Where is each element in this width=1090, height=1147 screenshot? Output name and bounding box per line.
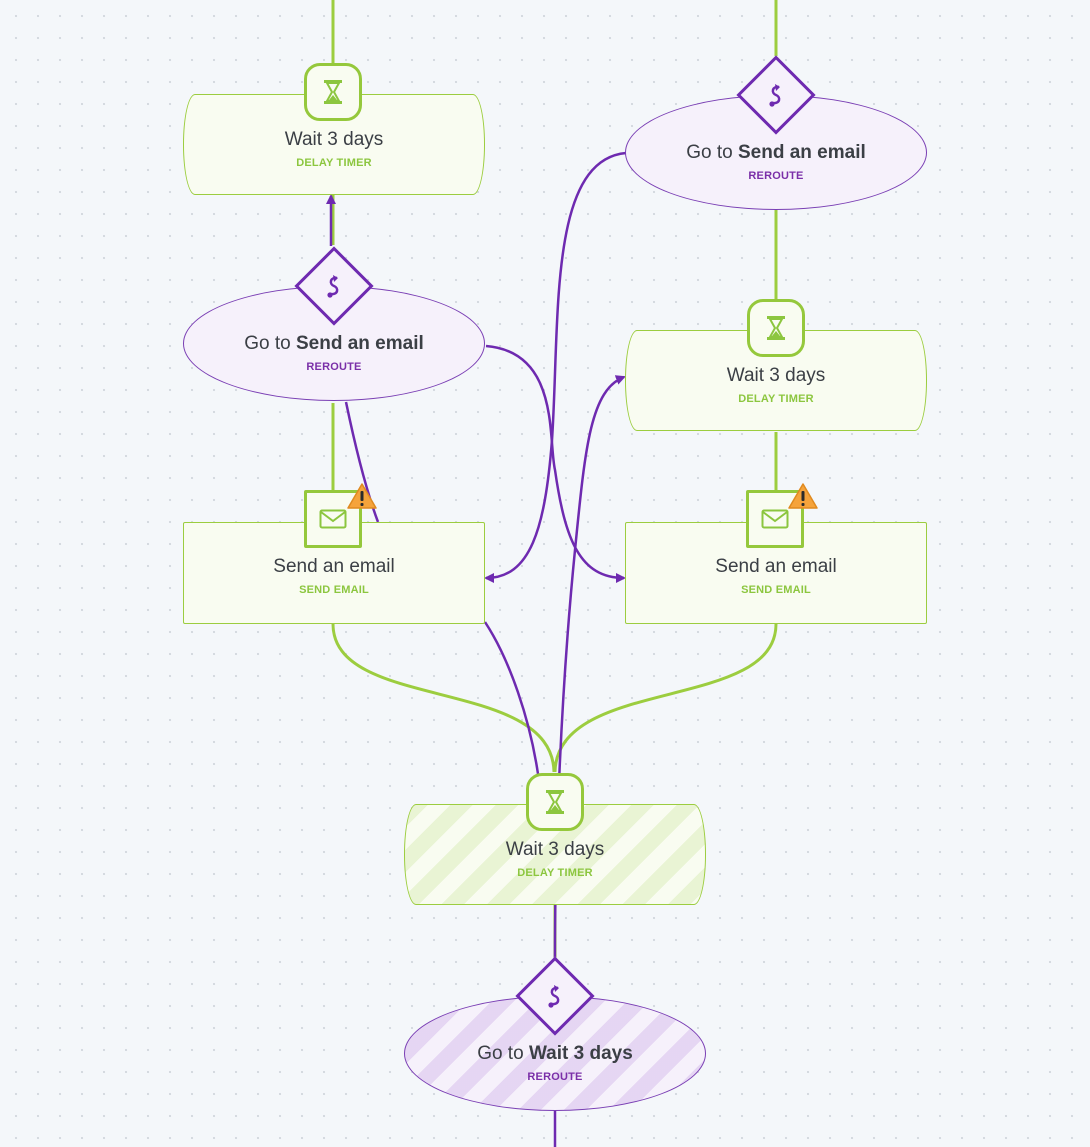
reroute-link-email-left — [483, 621, 540, 775]
reroute-node-mid-left[interactable]: Go to Send an email REROUTE — [183, 286, 485, 401]
warning-icon[interactable] — [346, 482, 378, 510]
title-target: Wait 3 days — [528, 1043, 633, 1064]
node-type-label: SEND EMAIL — [299, 584, 369, 596]
title-target: Send an email — [737, 142, 866, 163]
node-type-label: DELAY TIMER — [296, 157, 372, 169]
connector-left-merge — [331, 623, 556, 773]
title-target: Send an email — [295, 333, 424, 354]
reroute-link-top-right — [484, 151, 627, 583]
reroute-link-bottom-up — [553, 375, 626, 1031]
node-type-label: REROUTE — [527, 1071, 583, 1083]
hourglass-icon[interactable] — [526, 773, 584, 831]
node-type-label: REROUTE — [748, 170, 804, 182]
node-title: Wait 3 days — [284, 129, 384, 150]
warning-icon[interactable] — [787, 482, 819, 510]
connector-right-merge — [553, 623, 778, 773]
title-prefix: Go to — [477, 1043, 524, 1064]
reroute-link-mid-left — [485, 344, 626, 583]
node-type-label: DELAY TIMER — [738, 393, 814, 405]
reroute-icon[interactable] — [294, 246, 374, 326]
node-title: Wait 3 days — [505, 839, 605, 860]
reroute-icon[interactable] — [736, 55, 816, 135]
node-type-label: SEND EMAIL — [741, 584, 811, 596]
hourglass-icon[interactable] — [304, 63, 362, 121]
node-title: Go to Send an email — [184, 333, 484, 355]
node-title: Go to Wait 3 days — [405, 1043, 705, 1065]
node-title: Go to Send an email — [626, 142, 926, 164]
node-title: Send an email — [715, 556, 837, 577]
send-email-node-right[interactable]: Send an email SEND EMAIL — [625, 522, 927, 624]
node-title: Wait 3 days — [726, 365, 826, 386]
reroute-icon[interactable] — [515, 956, 595, 1036]
title-prefix: Go to — [244, 333, 291, 354]
delay-timer-node-top-left[interactable]: Wait 3 days DELAY TIMER — [183, 94, 485, 195]
delay-timer-node-bottom[interactable]: Wait 3 days DELAY TIMER — [404, 804, 706, 905]
title-prefix: Go to — [686, 142, 733, 163]
node-type-label: REROUTE — [306, 361, 362, 373]
node-title: Send an email — [273, 556, 395, 577]
hourglass-icon[interactable] — [747, 299, 805, 357]
node-type-label: DELAY TIMER — [517, 867, 593, 879]
